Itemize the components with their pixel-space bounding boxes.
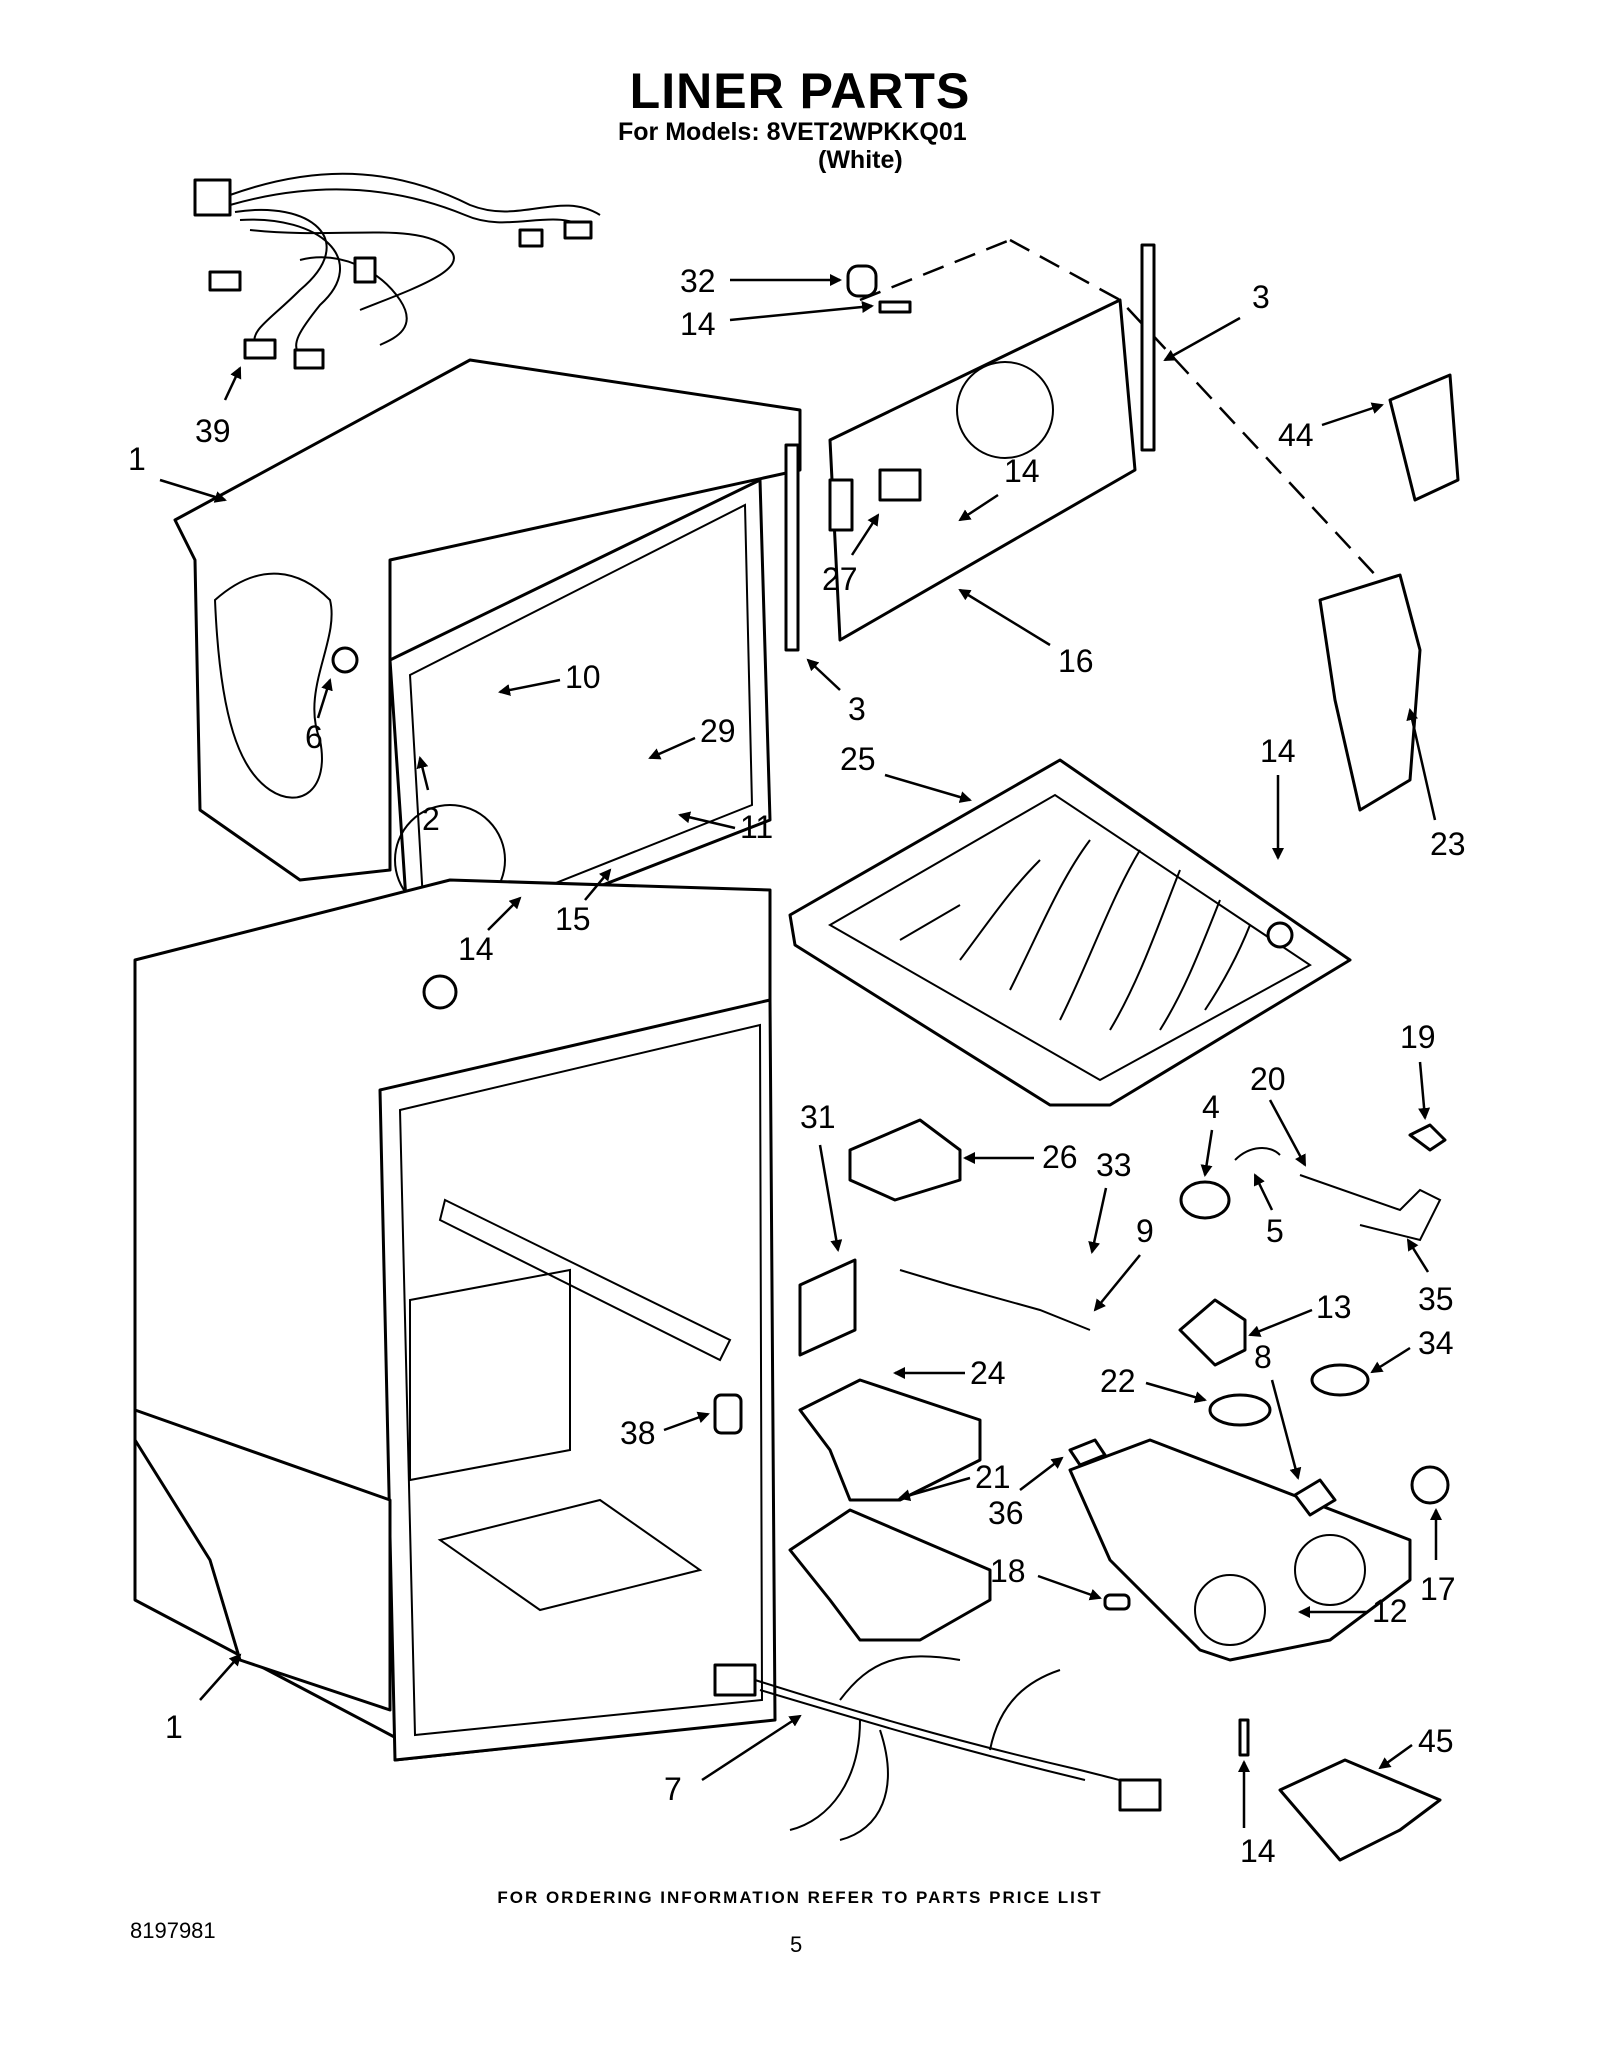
callout-1: 1 [165, 1709, 183, 1745]
callout-4: 4 [1202, 1089, 1220, 1125]
freezer-liner [173, 358, 802, 962]
callout-39: 39 [195, 413, 231, 449]
callout-18: 18 [990, 1553, 1026, 1589]
models-subtitle: For Models: 8VET2WPKKQ01 [618, 118, 967, 146]
callout-33: 33 [1096, 1147, 1132, 1183]
callout-11: 11 [740, 809, 773, 845]
ordering-note: FOR ORDERING INFORMATION REFER TO PARTS … [497, 1888, 1103, 1907]
cup-22 [1208, 1393, 1272, 1427]
callout-3: 3 [1252, 279, 1270, 315]
callout-3: 3 [848, 691, 866, 727]
bracket-35 [1299, 1174, 1442, 1242]
callout-13: 13 [1316, 1289, 1352, 1325]
bushing-32 [846, 264, 878, 298]
callout-36: 36 [988, 1495, 1024, 1531]
fresh-food-liner [133, 878, 777, 1762]
callout-35: 35 [1418, 1281, 1454, 1317]
callout-10: 10 [565, 659, 601, 695]
gasket-strip-3a [1140, 243, 1156, 452]
callout-26: 26 [1042, 1139, 1078, 1175]
tray-21 [788, 1508, 992, 1642]
callout-38: 38 [620, 1415, 656, 1451]
callout-6: 6 [305, 719, 323, 755]
bracket-31 [798, 1258, 857, 1357]
rear-panel-16 [828, 238, 1381, 642]
tray-24 [798, 1378, 982, 1502]
clip-5 [1234, 1147, 1281, 1161]
label-36 [1068, 1438, 1107, 1467]
callout-9: 9 [1136, 1213, 1154, 1249]
wire-9 [899, 1269, 1091, 1331]
cup-34 [1310, 1363, 1370, 1397]
callout-29: 29 [700, 713, 736, 749]
screw-14-bottom [1238, 1718, 1250, 1757]
cover-44 [1388, 373, 1460, 502]
wire-harness-7 [713, 1655, 1162, 1841]
fuse-18 [1103, 1593, 1131, 1611]
callout-45: 45 [1418, 1723, 1454, 1759]
callout-31: 31 [800, 1099, 836, 1135]
crisper-shelf-25 [788, 758, 1352, 1107]
callout-14: 14 [1004, 453, 1040, 489]
plug-38 [713, 1393, 743, 1435]
callout-21: 21 [975, 1459, 1011, 1495]
page-number: 5 [790, 1932, 803, 1957]
callout-2: 2 [422, 801, 440, 837]
page-title: LINER PARTS [629, 63, 971, 119]
document-number: 8197981 [130, 1918, 216, 1943]
control-housing-26 [848, 1118, 962, 1202]
callout-1: 1 [128, 441, 146, 477]
callout-5: 5 [1266, 1213, 1284, 1249]
knob-4 [1179, 1180, 1231, 1220]
callout-14: 14 [1260, 733, 1296, 769]
clip-19 [1408, 1123, 1447, 1152]
thermostat-13 [1178, 1298, 1247, 1367]
callout-14: 14 [1240, 1833, 1276, 1869]
callout-17: 17 [1420, 1571, 1456, 1607]
callout-23: 23 [1430, 826, 1466, 862]
callout-27: 27 [822, 561, 858, 597]
callout-24: 24 [970, 1355, 1006, 1391]
callout-34: 34 [1418, 1325, 1454, 1361]
callout-25: 25 [840, 741, 876, 777]
callout-32: 32 [680, 263, 716, 299]
callout-22: 22 [1100, 1363, 1136, 1399]
callout-15: 15 [555, 901, 591, 937]
callout-20: 20 [1250, 1061, 1286, 1097]
cover-plate-45 [1278, 1758, 1442, 1862]
socket-8 [1293, 1478, 1337, 1517]
callout-14: 14 [680, 306, 716, 342]
callout-7: 7 [664, 1771, 682, 1807]
callout-19: 19 [1400, 1019, 1436, 1055]
color-subtitle: (White) [818, 146, 903, 174]
callout-12: 12 [1372, 1593, 1408, 1629]
bulb-17 [1410, 1465, 1450, 1505]
air-duct-23 [1318, 573, 1422, 812]
callout-16: 16 [1058, 643, 1094, 679]
callout-14: 14 [458, 931, 494, 967]
gasket-strip-3b [784, 443, 800, 652]
screw-14 [878, 300, 912, 314]
wire-harness-39 [193, 172, 601, 370]
callout-44: 44 [1278, 417, 1314, 453]
callout-8: 8 [1254, 1339, 1272, 1375]
